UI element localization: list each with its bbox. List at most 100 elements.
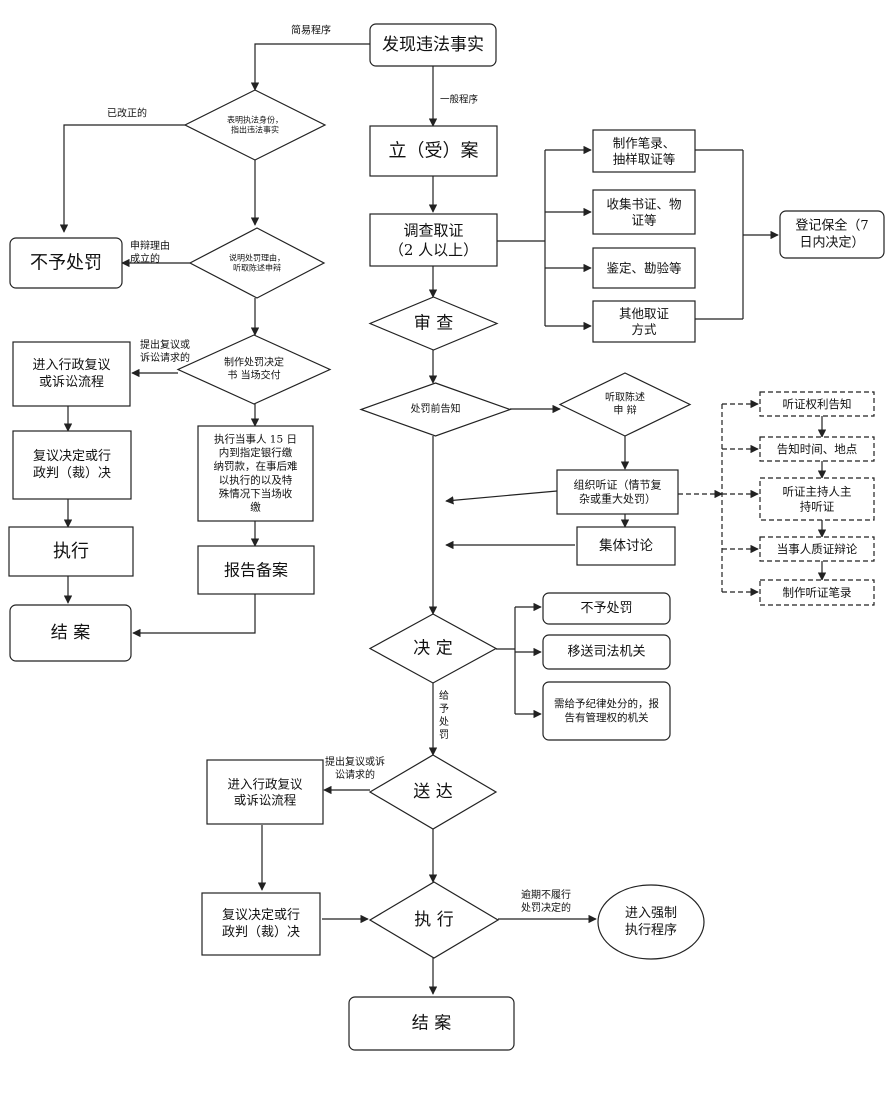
h-time-node: 告知时间、地点 — [759, 436, 875, 462]
connector-20 — [445, 490, 558, 505]
connector-3 — [59, 124, 185, 233]
investigate-node-text-line-1: 调查取证 — [403, 221, 463, 239]
make-decision-node-text-line-1: 制作处罚决定 — [224, 356, 284, 369]
simple-label: 简易程序 — [291, 24, 331, 37]
hear-node-text-line-2: 申 辩 — [613, 404, 636, 417]
pay-node-box — [197, 425, 314, 522]
investigate-node-text-line-2: （2 人以上） — [389, 241, 478, 259]
give-penalty-label-line-2: 予 — [439, 703, 449, 715]
transfer-node: 移送司法机关 — [542, 634, 671, 670]
identify-node-text-line-1: 表明执法身份， — [227, 114, 283, 124]
collect-node: 收集书证、物证等 — [592, 189, 696, 235]
review-ruling-2-node-text-line-1: 复议决定或行 — [222, 908, 300, 923]
review-process-1-node-text-line-1: 进入行政复议 — [32, 358, 110, 373]
review-process-1-node-box — [12, 341, 131, 407]
enforce-node-text-line-2: 执行程序 — [625, 923, 677, 938]
identify-node-shape — [183, 89, 327, 161]
overdue-label-line-2: 处罚决定的 — [521, 901, 571, 914]
close-right-node-text: 结 案 — [412, 1014, 451, 1034]
explain-node-text-line-2: 听取陈述申辩 — [233, 263, 281, 273]
pre-notice-node-shape — [359, 382, 512, 437]
report-node-box — [197, 545, 315, 595]
investigate-node-box — [369, 213, 498, 267]
review-process-2-node-text-line-1: 进入行政复议 — [227, 776, 303, 791]
connector-1 — [250, 43, 370, 91]
discipline-node-text-line-2: 告有管理权的机关 — [565, 711, 649, 724]
other-node-text-line-1: 其他取证 — [619, 306, 670, 321]
execute-left-node: 执行 — [8, 526, 134, 577]
execute-right-node-shape — [368, 881, 500, 959]
h-notify-node-box — [759, 391, 875, 417]
discipline-node-text-line-1: 需给予纪律处分的，报 — [554, 697, 659, 710]
register-node-text-line-1: 登记保全（7 — [795, 218, 868, 234]
pay-node-text-line-6: 缴 — [250, 501, 261, 514]
overdue-label-line-1: 逾期不履行 — [521, 888, 571, 901]
make-decision-node-shape — [176, 334, 332, 405]
record-node: 制作笔录、抽样取证等 — [592, 129, 696, 173]
hear-node: 听取陈述申 辩 — [558, 372, 692, 437]
report-node: 报告备案 — [197, 545, 315, 595]
pay-node-text-line-5: 殊情况下当场收 — [219, 487, 293, 500]
appraise-node: 鉴定、勘验等 — [592, 247, 696, 289]
h-host-node-box — [759, 477, 875, 521]
pay-node-text-line-2: 内到指定银行缴 — [219, 446, 293, 459]
review-ruling-1-node-text-line-1: 复议决定或行 — [33, 449, 111, 464]
no-penalty-right-node-box — [542, 592, 671, 625]
close-left-node: 结 案 — [9, 604, 132, 662]
hear-node-shape — [558, 372, 692, 437]
h-notify-node: 听证权利告知 — [759, 391, 875, 417]
review-ruling-1-node-text-line-2: 政判（裁）决 — [33, 465, 111, 481]
collect-node-text-line-2: 证等 — [631, 213, 656, 228]
appraise-node-text: 鉴定、勘验等 — [606, 261, 681, 276]
general-label: 一般程序 — [440, 94, 479, 106]
give-penalty-label-line-4: 罚 — [439, 729, 449, 741]
explain-node-text-line-1: 说明处罚理由， — [229, 252, 285, 262]
review-process-1-node-text-line-2: 或诉讼流程 — [39, 375, 104, 390]
h-cross-node: 当事人质证辩论 — [759, 536, 875, 562]
report-node-text: 报告备案 — [224, 561, 288, 580]
h-notify-node-text: 听证权利告知 — [783, 397, 852, 411]
execute-right-node-text: 执 行 — [414, 910, 453, 930]
pay-node-text-line-4: 以执行的以及特 — [219, 473, 293, 486]
transfer-node-box — [542, 634, 671, 670]
appeal-2-label-line-2: 讼请求的 — [335, 768, 375, 781]
deliver-node-shape — [368, 754, 498, 830]
make-decision-node-text-line-2: 书 当场交付 — [227, 369, 280, 382]
pre-notice-node: 处罚前告知 — [359, 382, 512, 437]
deliver-node-text: 送 达 — [413, 782, 452, 802]
other-node-text-line-2: 方式 — [631, 322, 657, 337]
no-penalty-left-node: 不予处罚 — [9, 237, 123, 289]
flow-edges — [59, 43, 827, 995]
discover-node-box — [369, 23, 497, 67]
investigate-node: 调查取证 （2 人以上） — [369, 213, 498, 267]
corrected-label: 已改正的 — [107, 107, 147, 120]
review-ruling-1-node-box — [12, 430, 132, 500]
collect-node-box — [592, 189, 696, 235]
h-host-node-text-line-1: 听证主持人主 — [783, 485, 852, 499]
h-time-node-box — [759, 436, 875, 462]
execute-right-node: 执 行 — [368, 881, 500, 959]
record-node-text-line-2: 抽样取证等 — [613, 152, 676, 167]
identify-node-text-line-2: 指出违法事实 — [231, 125, 279, 135]
appeal-2-label-line-1: 提出复议或诉 — [325, 755, 385, 768]
h-record-node-box — [759, 579, 875, 606]
no-penalty-left-node-text: 不予处罚 — [30, 253, 102, 274]
pay-node-text-line-1: 执行当事人 15 日 — [214, 432, 297, 445]
defense-valid-label-line-2: 成立的 — [130, 252, 160, 265]
collect-node-text-line-1: 收集书证、物 — [606, 196, 681, 211]
flow-edge-labels: 简易程序一般程序已改正的申辩理由成立的提出复议或诉讼请求的给予处罚提出复议或诉讼… — [107, 24, 571, 915]
decide-node-text: 决 定 — [413, 639, 452, 659]
file-case-node-box — [369, 125, 498, 177]
discover-node: 发现违法事实 — [369, 23, 497, 67]
